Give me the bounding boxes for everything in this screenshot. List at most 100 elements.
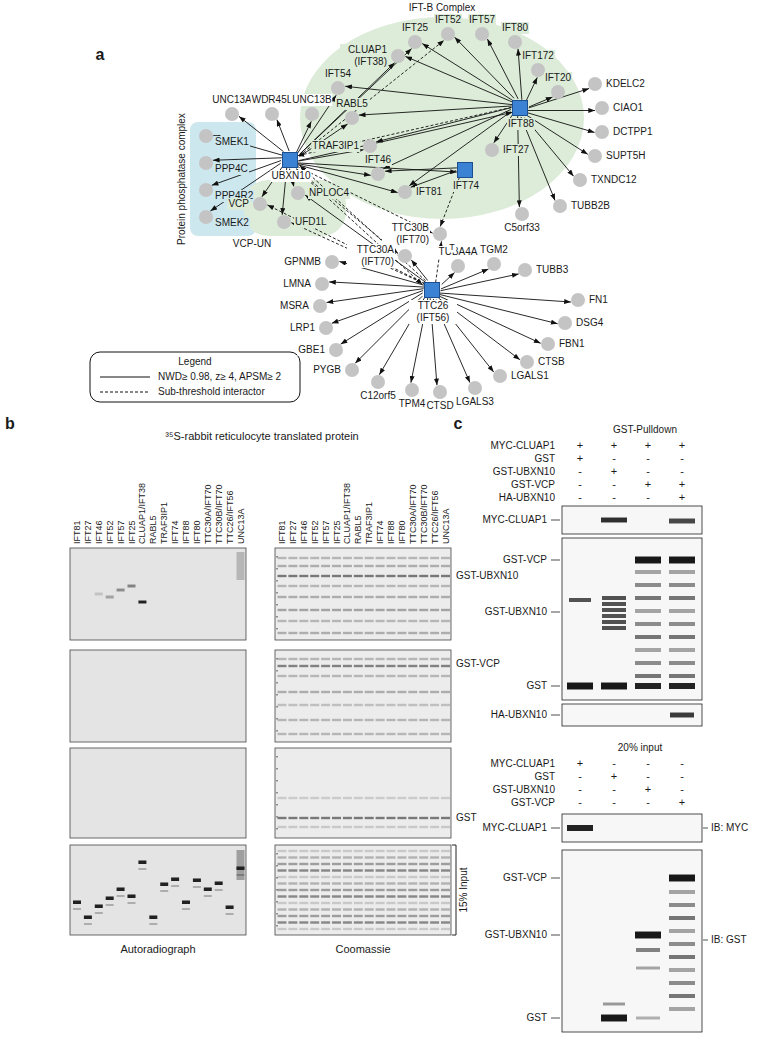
- blot-band: [635, 674, 661, 678]
- gel-band: [387, 863, 396, 865]
- protein-circle: [531, 63, 545, 77]
- protein-name: CTSB: [537, 356, 566, 368]
- gel-band: [387, 658, 396, 660]
- protein-circle-fill: [571, 293, 585, 307]
- gel-band: [278, 915, 287, 917]
- figure-label: -: [577, 796, 583, 809]
- gel-panel: [275, 845, 451, 935]
- gel-band: [278, 889, 287, 891]
- gel-band: [278, 826, 287, 828]
- ladder-band: [276, 865, 278, 867]
- gel-band: [332, 863, 341, 865]
- gel-band: [397, 565, 406, 567]
- gel-band: [430, 658, 439, 660]
- gel-band: [387, 889, 396, 891]
- protein-circle: [313, 299, 327, 313]
- figure-label-holder: TTC30A/IFT70: [407, 483, 418, 545]
- gel-band: [299, 921, 308, 923]
- protein-name-holder: TUBB3: [535, 264, 569, 276]
- protein-name-holder: CLUAP1 (IFT38): [340, 44, 388, 68]
- ladder-band: [276, 792, 278, 794]
- blot-frame: [562, 850, 702, 1032]
- figure-label: IFT25: [126, 519, 137, 545]
- panel-letter: b: [4, 414, 16, 433]
- figure-label: IFT74: [170, 519, 181, 545]
- gel-band: [397, 876, 406, 878]
- gel-band: [419, 817, 428, 819]
- protein-circle: [518, 263, 532, 277]
- gel-band: [288, 882, 297, 884]
- protein-name-holder: IFT54: [324, 68, 352, 80]
- gel-band: [430, 609, 439, 611]
- ladder-band: [276, 658, 278, 660]
- gel-band: [332, 817, 341, 819]
- ladder-band: [276, 604, 278, 606]
- gel-band: [376, 876, 385, 878]
- prey-node: IFT57: [475, 27, 489, 41]
- gel-band: [321, 665, 330, 667]
- blot-band: [635, 583, 661, 587]
- gel-band: [430, 895, 439, 897]
- ladder-band: [276, 889, 278, 891]
- figure-label: MYC-CLUAP1: [482, 822, 548, 834]
- gel-band: [299, 915, 308, 917]
- figure-label-holder: -: [611, 783, 617, 796]
- gel-band: [321, 863, 330, 865]
- gel-band: [430, 882, 439, 884]
- figure-label: GST: [525, 1012, 548, 1024]
- gel-band: [299, 585, 308, 587]
- figure-label: GST: [455, 812, 478, 824]
- gel-band: [288, 915, 297, 917]
- gel-band: [441, 826, 450, 828]
- protein-name-holder: DCTPP1: [612, 126, 653, 138]
- figure-label-holder: GST: [525, 1012, 548, 1024]
- gel-band: [321, 585, 330, 587]
- gel-band: [299, 850, 308, 852]
- gel-band: [288, 675, 297, 677]
- protein-circle: [319, 321, 333, 335]
- protein-name-holder: IFT46: [364, 154, 392, 166]
- gel-band: [299, 817, 308, 819]
- protein-name: UBXN10: [271, 170, 312, 182]
- protein-circle-fill: [331, 81, 345, 95]
- gel-band: [441, 850, 450, 852]
- prey-node: KDELC2: [588, 77, 602, 91]
- figure-label-holder: +: [678, 478, 686, 491]
- gel-band: [321, 704, 330, 706]
- protein-name: WDR45L: [251, 94, 294, 106]
- blot-band: [669, 583, 695, 587]
- gel-band: [343, 876, 352, 878]
- gel-band: [278, 869, 287, 871]
- figure-label: HA-UBXN10: [498, 492, 556, 504]
- gel-band: [343, 850, 352, 852]
- gel-band: [354, 733, 363, 735]
- gel-band: [430, 675, 439, 677]
- protein-name: LRP1: [289, 322, 316, 334]
- gel-band: [343, 585, 352, 587]
- figure-label: IFT57: [320, 519, 331, 545]
- figure-label: MYC-CLUAP1: [482, 514, 548, 526]
- gel-band: [376, 704, 385, 706]
- legend-text-holder: Sub-threshold interactor: [157, 386, 266, 398]
- gel-band: [332, 876, 341, 878]
- gel-band: [343, 632, 352, 634]
- gel-band: [430, 704, 439, 706]
- protein-circle-fill: [277, 215, 291, 229]
- gel-band: [376, 585, 385, 587]
- figure-label: GST-VCP: [455, 658, 501, 670]
- figure-label: -: [611, 783, 617, 796]
- gel-band: [288, 658, 297, 660]
- blot-tick: [551, 560, 560, 561]
- bait-node: UBXN10: [282, 152, 298, 168]
- gel-band: [332, 850, 341, 852]
- protein-circle-fill: [371, 167, 385, 181]
- gel-band: [365, 632, 374, 634]
- gel-band: [397, 719, 406, 721]
- gel-band: [354, 876, 363, 878]
- gel-band: [441, 620, 450, 622]
- gel-band: [354, 863, 363, 865]
- gel-band: [288, 733, 297, 735]
- gel-band: [441, 908, 450, 910]
- gel-band: [397, 915, 406, 917]
- gel-band: [408, 902, 417, 904]
